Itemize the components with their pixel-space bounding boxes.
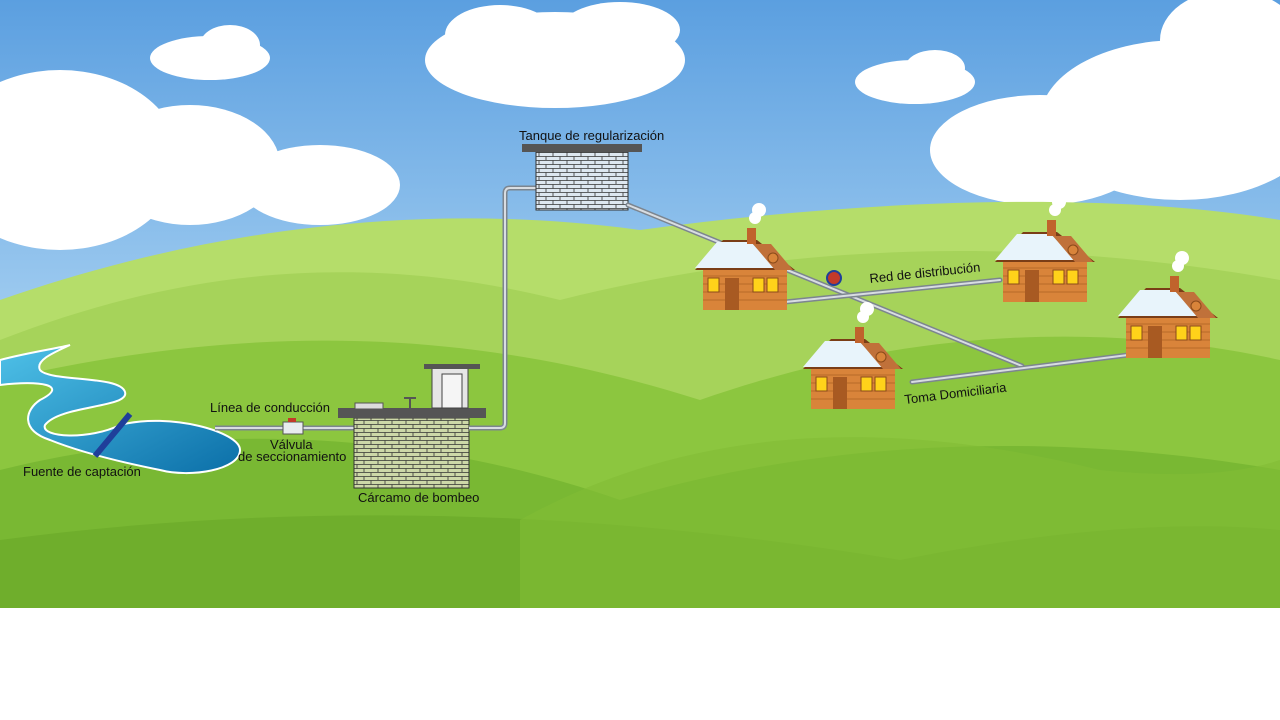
valve-icon	[282, 421, 304, 435]
clouds	[0, 0, 1280, 250]
tank-label: Tanque de regularización	[519, 128, 664, 143]
distribution-valve-icon	[826, 270, 842, 286]
hills	[0, 201, 1280, 609]
distribution-network	[625, 202, 1131, 385]
conduction-line	[215, 418, 355, 435]
conduction-label: Línea de conducción	[210, 400, 330, 415]
valve-label-line2: de seccionamiento	[238, 449, 346, 464]
source-label: Fuente de captación	[23, 464, 141, 479]
regulation-tank	[522, 144, 642, 211]
pump-well-label: Cárcamo de bombeo	[358, 490, 479, 505]
source-intake-icon	[92, 412, 133, 458]
valve-label-line1: Válvula	[270, 437, 313, 452]
pump-well	[338, 364, 486, 489]
water-source	[0, 344, 242, 475]
riser-pipe	[469, 185, 536, 431]
